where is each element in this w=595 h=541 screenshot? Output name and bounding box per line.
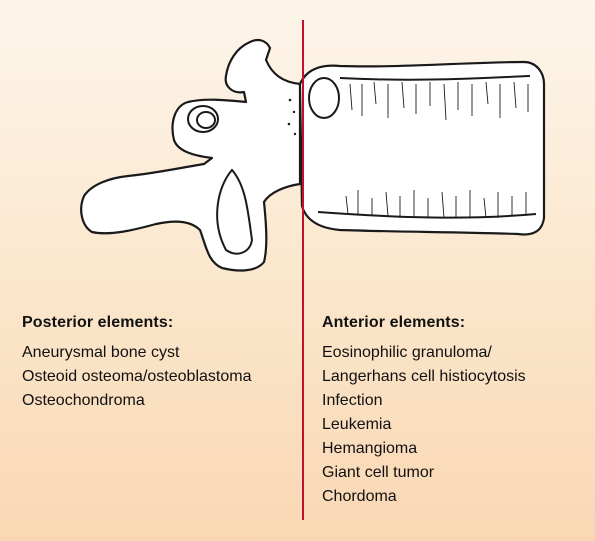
posterior-list: Aneurysmal bone cyst Osteoid osteoma/ost…	[22, 341, 297, 413]
anterior-item: Hemangioma	[322, 440, 418, 457]
anterior-item: Langerhans cell histiocytosis	[322, 368, 526, 385]
endplate-top	[339, 75, 531, 81]
costal-facet	[308, 77, 340, 119]
superior-facet	[187, 105, 219, 133]
body-striations	[345, 81, 529, 219]
posterior-item: Aneurysmal bone cyst	[22, 344, 180, 361]
superior-facet-inner	[196, 111, 216, 129]
posterior-elements-column: Posterior elements: Aneurysmal bone cyst…	[22, 314, 297, 413]
vertebra-illustration	[80, 38, 546, 272]
inferior-facet	[216, 168, 254, 255]
anterior-heading: Anterior elements:	[322, 314, 466, 331]
anterior-item: Eosinophilic granuloma/	[322, 344, 492, 361]
posterior-item: Osteochondroma	[22, 392, 145, 409]
anterior-item: Giant cell tumor	[322, 464, 435, 481]
divider-line	[302, 20, 304, 520]
anterior-item: Chordoma	[322, 488, 397, 505]
anterior-item: Infection	[322, 392, 383, 409]
posterior-heading: Posterior elements:	[22, 314, 174, 331]
pedicle-marks	[287, 98, 297, 136]
anterior-elements-column: Anterior elements: Eosinophilic granulom…	[322, 314, 587, 509]
posterior-arch-outline	[80, 38, 302, 272]
anterior-item: Leukemia	[322, 416, 392, 433]
anterior-list: Eosinophilic granuloma/ Langerhans cell …	[322, 341, 587, 509]
vertebral-body-outline	[298, 60, 546, 236]
posterior-item: Osteoid osteoma/osteoblastoma	[22, 368, 252, 385]
